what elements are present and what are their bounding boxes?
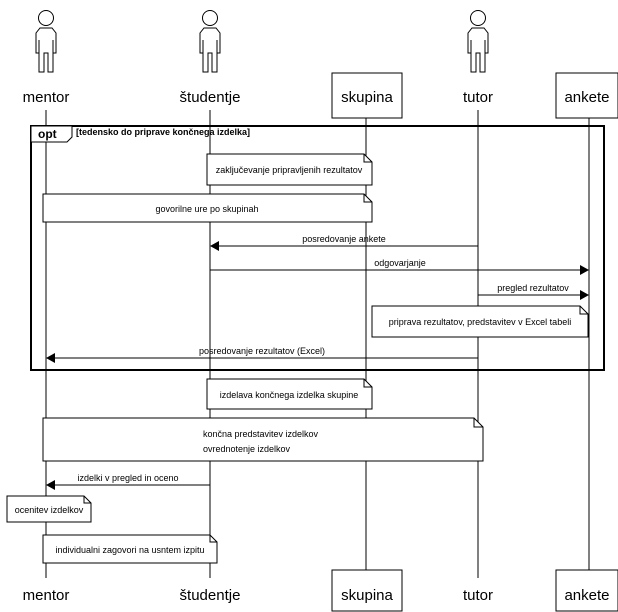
note-koncna-predstavitev: končna predstavitev izdelkov ovrednotenj…	[42, 417, 484, 462]
actor-tutor-top: tutor	[463, 10, 493, 106]
message-izdelki-v-pregled: izdelki v pregled in oceno	[46, 473, 210, 490]
note-text: ocenitev izdelkov	[15, 505, 84, 515]
participant-label-ankete: ankete	[564, 89, 609, 106]
message-posredovanje-rezultatov: posredovanje rezultatov (Excel)	[46, 346, 478, 363]
message-label: pregled rezultatov	[497, 283, 569, 293]
note-fold	[363, 194, 372, 203]
note-text: izdelava končnega izdelka skupine	[220, 390, 359, 400]
message-label: odgovarjanje	[374, 258, 426, 268]
actor-icon	[199, 10, 221, 73]
note-text: individualni zagovori na usntem izpitu	[55, 545, 204, 555]
participant-label-skupina: skupina	[341, 587, 393, 604]
message-label: izdelki v pregled in oceno	[77, 473, 178, 483]
arrowhead	[46, 353, 55, 363]
participant-label-ankete: ankete	[564, 587, 609, 604]
message-label: posredovanje ankete	[302, 234, 386, 244]
opt-keyword: opt	[38, 127, 57, 141]
arrowhead	[210, 241, 219, 251]
note-text-line2: ovrednotenje izdelkov	[203, 444, 291, 454]
note-izdelava: izdelava končnega izdelka skupine	[206, 378, 373, 410]
actor-mentor-top: mentor	[23, 10, 70, 106]
note-fold	[579, 306, 588, 315]
note-text: zaključevanje pripravljenih rezultatov	[216, 165, 363, 175]
note-text: priprava rezultatov, predstavitev v Exce…	[389, 317, 571, 327]
note-text: govorilne ure po skupinah	[155, 204, 258, 214]
note-fold	[473, 418, 483, 428]
participant-skupina-top: skupina	[331, 72, 403, 119]
note-shape	[42, 534, 218, 564]
opt-frame	[30, 125, 605, 371]
note-shape	[371, 305, 589, 338]
note-individualni-zagovori: individualni zagovori na usntem izpitu	[42, 534, 218, 564]
note-fold	[363, 379, 372, 388]
opt-fragment: opt [tedensko do priprave končnega izdel…	[30, 125, 605, 371]
note-zakljucevanje: zaključevanje pripravljenih rezultatov	[206, 153, 373, 186]
note-govorilne-ure: govorilne ure po skupinah	[42, 193, 373, 223]
participant-box	[331, 72, 403, 119]
note-shape	[206, 153, 373, 186]
actor-mentor-bottom: mentor	[23, 587, 70, 604]
note-priprava-rezultatov: priprava rezultatov, predstavitev v Exce…	[371, 305, 589, 338]
message-odgovarjanje: odgovarjanje	[210, 258, 589, 275]
participant-label-studentje: študentje	[180, 89, 241, 106]
note-ocenitev: ocenitev izdelkov	[6, 495, 92, 523]
opt-tab	[30, 125, 73, 143]
participant-label-mentor: mentor	[23, 587, 70, 604]
note-fold	[209, 535, 217, 543]
message-pregled-rezultatov: pregled rezultatov	[478, 283, 589, 300]
note-shape	[42, 417, 484, 462]
arrowhead	[580, 265, 589, 275]
note-shape	[42, 193, 373, 223]
participant-label-mentor: mentor	[23, 89, 70, 106]
opt-guard: [tedensko do priprave končnega izdelka]	[76, 127, 250, 137]
participant-ankete-bottom: ankete	[555, 569, 618, 612]
note-fold	[83, 496, 91, 504]
participant-skupina-bottom: skupina	[331, 569, 403, 612]
participant-label-studentje: študentje	[180, 587, 241, 604]
participant-box	[555, 569, 618, 612]
participant-label-skupina: skupina	[341, 89, 393, 106]
message-label: posredovanje rezultatov (Excel)	[199, 346, 325, 356]
arrowhead	[580, 290, 589, 300]
message-posredovanje-ankete: posredovanje ankete	[210, 234, 478, 251]
participant-box	[555, 72, 618, 119]
note-fold	[363, 154, 372, 163]
actor-studentje-top: študentje	[180, 10, 241, 106]
actor-studentje-bottom: študentje	[180, 587, 241, 604]
participant-ankete-top: ankete	[555, 72, 618, 119]
participant-box	[331, 569, 403, 612]
note-shape	[6, 495, 92, 523]
actor-tutor-bottom: tutor	[463, 587, 493, 604]
note-text-line1: končna predstavitev izdelkov	[203, 429, 319, 439]
participant-label-tutor: tutor	[463, 587, 493, 604]
actor-icon	[35, 10, 57, 73]
participant-label-tutor: tutor	[463, 89, 493, 106]
arrowhead	[46, 480, 55, 490]
actor-icon	[467, 10, 489, 73]
note-shape	[206, 378, 373, 410]
